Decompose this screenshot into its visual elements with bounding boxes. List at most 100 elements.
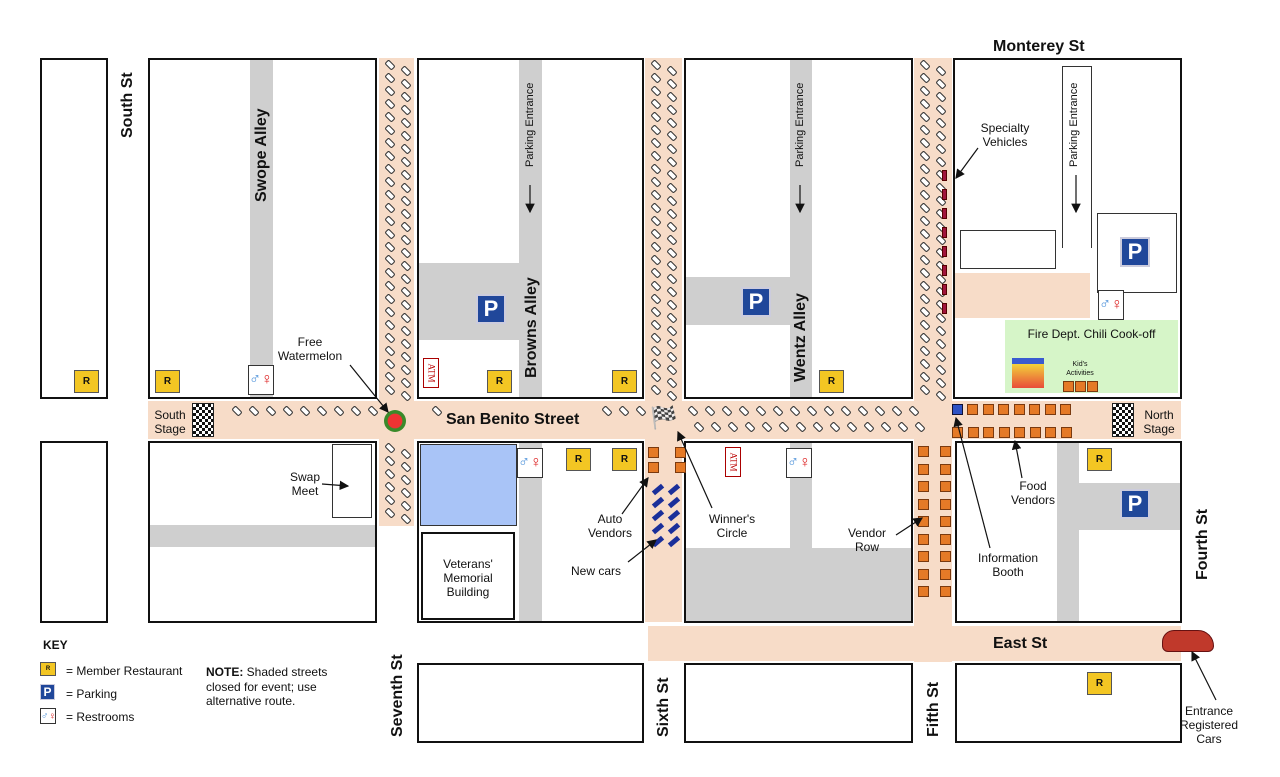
specialty-vehicle <box>942 284 947 295</box>
restaurant-icon: R <box>155 370 180 393</box>
key-restaurant-icon: R <box>40 662 56 676</box>
food-vendors-label: Food Vendors <box>1010 479 1056 507</box>
wentz-alley-lot <box>686 277 790 325</box>
restroom-icon: ♂♀ <box>517 448 543 478</box>
information-booth-icon <box>952 404 963 415</box>
south-st-label: South St <box>119 72 136 138</box>
vendor-row-label: Vendor Row <box>847 526 887 554</box>
seventh-st-label: Seventh St <box>389 654 406 737</box>
food-vendor-booth <box>1060 427 1072 438</box>
kids-activity-booth <box>1075 381 1086 392</box>
vendor-booth <box>918 481 929 492</box>
vendor-booth <box>918 568 929 580</box>
entrance-label: Entrance Registered Cars <box>1179 704 1239 746</box>
vendor-booth <box>940 498 951 510</box>
key-parking-label: = Parking <box>66 687 118 701</box>
auto-vendors-label: Auto Vendors <box>587 512 633 540</box>
parking-icon: P <box>1120 237 1150 267</box>
browns-alley-label: Browns Alley <box>523 277 540 378</box>
key-note-text: Shaded streets closed for event; use alt… <box>206 665 328 708</box>
food-vendor-booth <box>967 427 979 438</box>
block <box>40 58 108 399</box>
wentz-alley-label: Wentz Alley <box>792 293 809 382</box>
specialty-vehicle <box>942 303 947 314</box>
vendor-booth <box>940 568 951 580</box>
key-restroom-icon: ♂♀ <box>40 708 56 724</box>
specialty-vehicle <box>942 170 947 181</box>
swope-alley <box>250 60 273 397</box>
food-vendor-booth <box>1060 404 1071 415</box>
kids-activities-label: Kid's Activities <box>1066 361 1094 377</box>
swap-meet-label: Swap Meet <box>289 470 321 498</box>
restaurant-icon: R <box>1087 672 1112 695</box>
east-street-closed <box>648 626 1181 661</box>
browns-alley <box>519 60 542 397</box>
monterey-st-label: Monterey St <box>993 38 1085 55</box>
food-vendor-booth <box>1029 427 1041 438</box>
restaurant-icon: R <box>74 370 99 393</box>
kids-activity-booth <box>1087 381 1098 392</box>
auto-vendor-booth <box>648 462 659 473</box>
new-cars-label: New cars <box>570 564 621 578</box>
north-stage-label: North Stage <box>1143 408 1175 436</box>
parking-entrance-label: Parking Entrance <box>524 82 536 167</box>
key-note: NOTE: Shaded streets closed for event; u… <box>206 665 336 709</box>
restaurant-icon: R <box>819 370 844 393</box>
auto-vendor-booth <box>648 447 659 458</box>
parking-driveway <box>1062 66 1092 248</box>
specialty-vehicles-label: Specialty Vehicles <box>980 121 1030 149</box>
north-stage-icon <box>1112 403 1134 437</box>
veterans-memorial-building <box>421 532 515 620</box>
food-vendor-booth <box>1045 427 1056 438</box>
vendor-booth <box>940 481 951 492</box>
vendor-booth <box>940 533 951 545</box>
food-vendor-booth <box>967 404 978 415</box>
specialty-vehicle <box>942 189 947 200</box>
swope-alley-label: Swope Alley <box>253 108 270 202</box>
specialty-vehicle <box>942 208 947 219</box>
block <box>955 663 1182 743</box>
auto-vendor-booth <box>675 462 686 473</box>
east-st-label: East St <box>993 635 1048 652</box>
key-restaurant-label: = Member Restaurant <box>66 664 183 678</box>
parking-entrance-label: Parking Entrance <box>794 82 806 167</box>
food-vendor-booth <box>1013 404 1025 415</box>
food-vendor-booth <box>983 427 994 438</box>
block <box>40 441 108 623</box>
specialty-vehicle <box>942 227 947 238</box>
restaurant-icon: R <box>612 370 637 393</box>
alley <box>150 525 375 547</box>
food-vendor-booth <box>1044 404 1056 415</box>
swap-meet-area <box>332 444 372 518</box>
food-vendor-booth <box>982 404 994 415</box>
vendor-booth <box>918 446 929 457</box>
south-stage-label: South Stage <box>154 408 186 436</box>
wentz-alley <box>790 60 812 397</box>
trophy-flag-icon: 🏁 <box>650 405 678 430</box>
fifth-st-label: Fifth St <box>925 681 942 737</box>
vendor-booth <box>918 498 929 510</box>
food-vendor-booth <box>1014 427 1025 438</box>
vendor-booth <box>940 516 951 527</box>
food-vendor-booth <box>952 427 963 438</box>
vendor-booth <box>940 586 951 597</box>
winners-circle-label: Winner's Circle <box>708 512 756 540</box>
closed-lane <box>955 273 1090 318</box>
registered-car-icon <box>1162 630 1214 652</box>
vendor-booth <box>918 463 929 475</box>
restaurant-icon: R <box>487 370 512 393</box>
restroom-icon: ♂♀ <box>1098 290 1124 320</box>
key-parking-icon: P <box>40 684 55 700</box>
watermelon-icon <box>384 410 406 432</box>
south-stage-icon <box>192 403 214 437</box>
key-note-bold: NOTE: <box>206 665 244 679</box>
chili-cookoff-label: Fire Dept. Chili Cook-off <box>1027 327 1156 341</box>
key-title: KEY <box>43 638 68 652</box>
restroom-icon: ♂♀ <box>786 448 812 478</box>
restroom-icon: ♂♀ <box>248 365 274 395</box>
building <box>960 230 1056 269</box>
specialty-vehicle <box>942 265 947 276</box>
sixth-st-label: Sixth St <box>655 677 672 737</box>
free-watermelon-label: Free Watermelon <box>277 335 343 363</box>
vendor-booth <box>918 533 929 545</box>
